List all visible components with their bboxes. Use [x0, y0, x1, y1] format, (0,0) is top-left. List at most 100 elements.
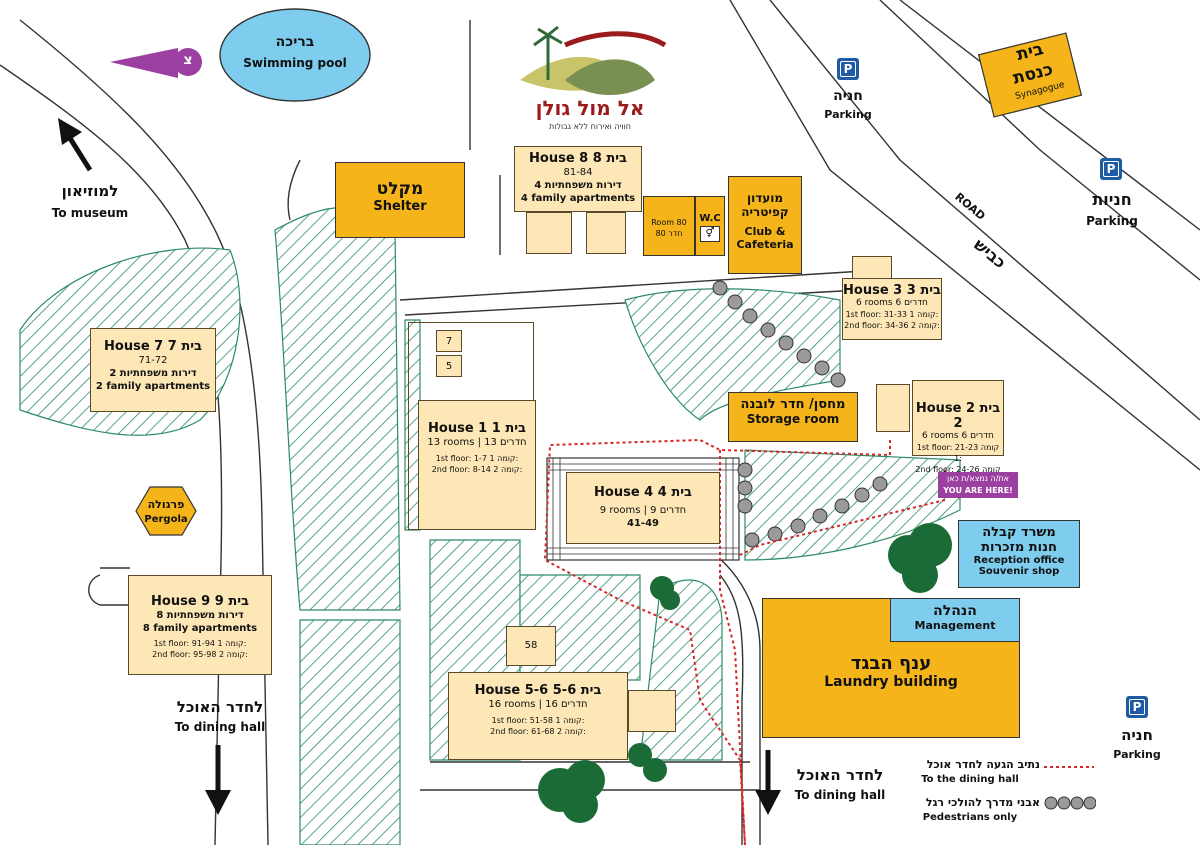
house56-f1-he: קומה 1:: [555, 716, 585, 725]
room80-building: Room 80 חדר 80: [643, 196, 695, 256]
parking-bottom-he: חניה: [1121, 726, 1153, 744]
house56-rooms-he: 16 חדרים: [545, 699, 588, 710]
house56-rooms-en: 16 rooms: [488, 699, 536, 710]
management-building: הנהלה Management: [890, 598, 1020, 642]
house56-f1-en: 1st floor: 51-58: [491, 716, 553, 725]
house2-title-he: בית 2: [953, 401, 1001, 431]
you-are-here-en: YOU ARE HERE!: [943, 486, 1013, 495]
house1-building: House 1 בית 1 13 rooms | 13 חדרים 1st fl…: [418, 400, 536, 530]
parking-right-he: חניות: [1092, 190, 1132, 209]
house9-building: House 9 בית 9 8 דירות משפחתיות 8 family …: [128, 575, 272, 675]
club-label-he2: קפיטריה: [741, 205, 789, 219]
management-label-en: Management: [914, 619, 996, 632]
pergola-shape: [135, 486, 197, 536]
house7-building: House 7 בית 7 71-72 2 דירות משפחתיות 2 f…: [90, 328, 216, 412]
reception-building: משרד קבלה חנות מזכרות Reception office S…: [958, 520, 1080, 588]
house2-building: House 2 בית 2 6 rooms 6 חדרים 1st floor:…: [912, 380, 1004, 485]
house2-f1-he: קומה 1:: [954, 443, 1000, 463]
house8-line-en: 4 family apartments: [520, 193, 636, 204]
club-label-he1: מועדון: [746, 191, 784, 205]
house4-rooms-en: 9 rooms: [599, 505, 641, 516]
pool-label-he: בריכה: [275, 34, 315, 50]
club-building: מועדון קפיטריה Club & Cafeteria: [728, 176, 802, 274]
logo-name: אל מול גולן: [535, 96, 645, 120]
house2-title-en: House 2: [915, 401, 976, 416]
house8-annex-left: [526, 212, 572, 254]
dining-mid-en: To dining hall: [794, 788, 886, 802]
house8-annex-right: [586, 212, 626, 254]
arrow-dining-mid: [755, 750, 781, 815]
house9-title-he: בית 9: [214, 594, 249, 609]
north-letter: צ: [183, 52, 193, 68]
club-label-en1: Club &: [744, 225, 786, 238]
dining-left-he: לחדר האוכל: [176, 698, 264, 716]
storage-building: מחסן/ חדר לובנה Storage room: [728, 392, 858, 442]
house56-f2-he: קומה 2:: [556, 727, 586, 736]
house8-building: House 8 בית 8 81-84 4 דירות משפחתיות 4 f…: [514, 146, 642, 212]
reception-label-he2: חנות מזכרות: [981, 540, 1057, 555]
room58-building: 58: [506, 626, 556, 666]
house3-title-en: House 3: [843, 283, 903, 298]
reception-label-en2: Souvenir shop: [978, 566, 1060, 577]
house1-f1-en: 1st floor: 1-7: [435, 454, 487, 463]
house1-room7: 7: [436, 330, 462, 352]
house2-f1-en: 1st floor: 21-23: [916, 443, 979, 452]
house3-rooms-en: 6 rooms: [856, 298, 893, 308]
house8-range: 81-84: [563, 167, 593, 178]
shelter-label-en: Shelter: [373, 199, 427, 214]
stepping-stones: [712, 280, 888, 548]
house2-rooms-he: 6 חדרים: [961, 431, 994, 441]
house56-f2-en: 2nd floor: 61-68: [490, 727, 555, 736]
dining-mid-he: לחדר האוכל: [796, 766, 884, 784]
house3-title-he: בית 3: [906, 283, 941, 298]
synagogue-shape: [977, 32, 1083, 118]
shelter-building: מקלט Shelter: [335, 162, 465, 238]
house9-f1-en: 1st floor: 91-94: [153, 639, 215, 648]
parking-top-icon: P: [837, 58, 859, 80]
house7-line-he: 2 דירות משפחתיות: [109, 368, 197, 379]
parking-right-en: Parking: [1086, 214, 1138, 228]
parking-bottom-en: Parking: [1113, 748, 1161, 761]
pergola-label-en: Pergola: [144, 514, 188, 525]
shelter-label-he: מקלט: [376, 179, 424, 199]
reception-label-en1: Reception office: [973, 555, 1065, 566]
house9-line-he: 8 דירות משפחתיות: [156, 610, 244, 621]
house3-f1-he: קומה 1:: [909, 310, 939, 319]
pool-label-en: Swimming pool: [243, 56, 347, 70]
house3-f2-he: קומה 2:: [910, 321, 940, 330]
parking-top-he: חניה: [833, 88, 863, 104]
parking-top-en: Parking: [824, 108, 872, 121]
legend-path-en: To the dining hall: [921, 774, 1019, 785]
legend-stones-he: אבני מדרך להולכי רגל: [925, 796, 1040, 809]
house7-line-en: 2 family apartments: [95, 381, 211, 392]
house56-title-he: בית 5-6: [552, 683, 602, 698]
club-label-en2: Cafeteria: [736, 238, 794, 251]
legend-path-he: נתיב הגעה לחדר אוכל: [926, 758, 1040, 771]
house9-f2-en: 2nd floor: 95-98: [152, 650, 217, 659]
house1-f2-he: קומה 2:: [493, 465, 523, 474]
laundry-label-en: Laundry building: [824, 674, 958, 690]
museum-label-he: למוזיאון: [61, 182, 119, 200]
house2-rooms-en: 6 rooms: [922, 431, 959, 441]
house3-rooms-he: 6 חדרים: [895, 298, 928, 308]
legend-stones-en: Pedestrians only: [922, 812, 1018, 823]
wc-label: W.C: [699, 213, 721, 224]
house4-rooms-he: 9 חדרים: [650, 505, 687, 516]
house3-f2-en: 2nd floor: 34-36: [844, 321, 909, 330]
house56-annex: [628, 690, 676, 732]
arrow-museum: [58, 118, 93, 172]
house9-f2-he: קומה 2:: [218, 650, 248, 659]
pergola-label-he: פרגולה: [147, 498, 185, 511]
house1-f2-en: 2nd floor: 8-14: [431, 465, 491, 474]
reception-label-he1: משרד קבלה: [982, 525, 1056, 540]
house4-range: 41-49: [627, 518, 659, 529]
house7-title-he: בית 7: [167, 339, 202, 354]
legend-path-swatch: [1044, 766, 1094, 768]
you-are-here-he: את/ה נמצא/ת כאן: [946, 474, 1010, 483]
house1-title-he: בית 1: [491, 421, 526, 436]
restroom-icon: ⚥: [700, 226, 720, 242]
storage-label-he: מחסן/ חדר לובנה: [740, 397, 846, 412]
house7-range: 71-72: [138, 355, 168, 366]
house4-title-en: House 4: [594, 485, 654, 500]
